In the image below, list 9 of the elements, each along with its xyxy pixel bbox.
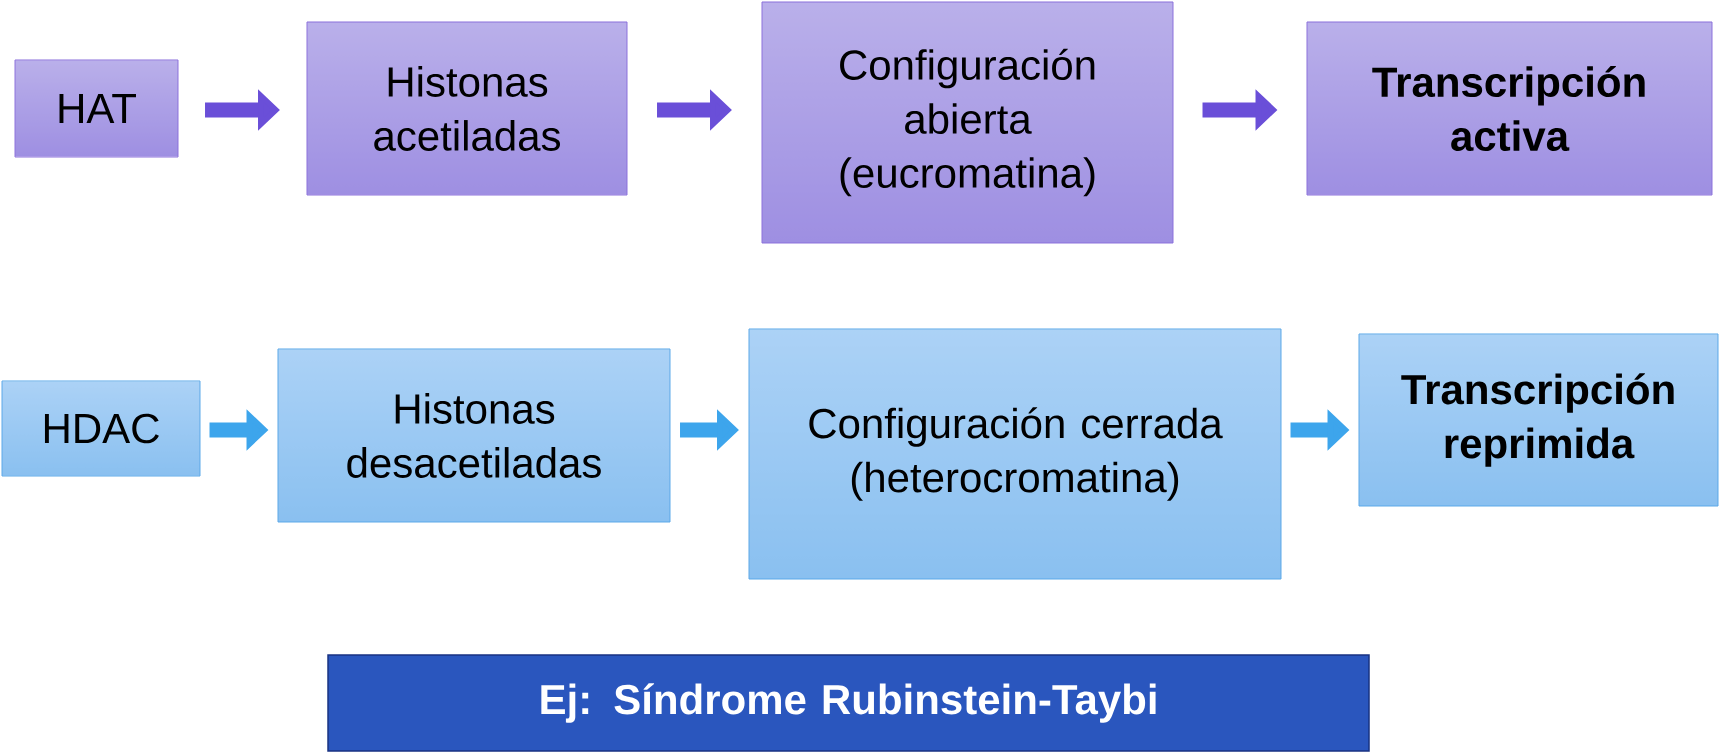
process-box: Configuración abierta (eucromatina) [761,1,1174,244]
process-box: Histonas acetiladas [306,21,628,196]
process-box: Histonas desacetiladas [277,348,671,523]
example-banner: Ej: Síndrome Rubinstein-Taybi [327,654,1370,752]
process-box: Transcripción reprimida [1358,333,1719,507]
process-box: Transcripción activa [1306,21,1713,196]
process-box: HDAC [1,380,201,477]
process-box: Configuración cerrada (heterocromatina) [748,328,1282,580]
process-box: HAT [14,59,179,158]
